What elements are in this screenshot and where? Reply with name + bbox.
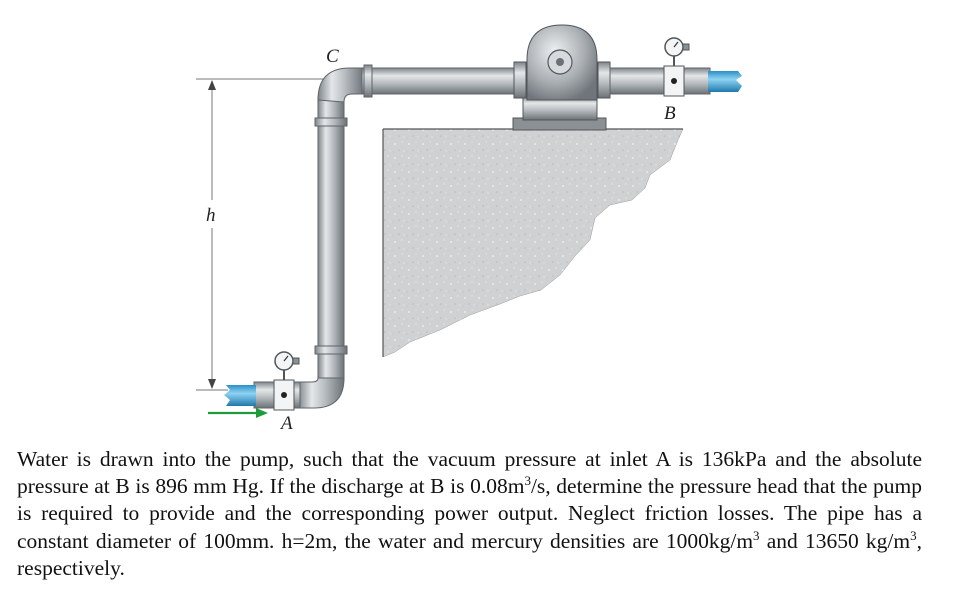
top-pipe	[361, 67, 523, 95]
inlet-water	[224, 385, 256, 406]
vertical-pipe	[317, 97, 345, 381]
pressure-gauge-b	[664, 37, 690, 66]
problem-statement: Water is drawn into the pump, such that …	[17, 447, 922, 580]
outlet-water	[708, 71, 742, 92]
pump	[512, 24, 611, 131]
concrete-block	[382, 128, 684, 358]
label-a: A	[279, 413, 293, 434]
outlet-pipe	[609, 67, 711, 95]
bottom-elbow	[297, 377, 345, 409]
label-b: B	[664, 103, 676, 124]
top-elbow	[317, 67, 365, 103]
label-h: h	[206, 205, 216, 226]
flow-arrow-icon	[208, 408, 268, 418]
height-dimension	[196, 78, 330, 391]
label-c: C	[326, 46, 339, 67]
pressure-gauge-a	[274, 351, 300, 380]
pump-pipe-diagram: h C B	[196, 24, 742, 434]
